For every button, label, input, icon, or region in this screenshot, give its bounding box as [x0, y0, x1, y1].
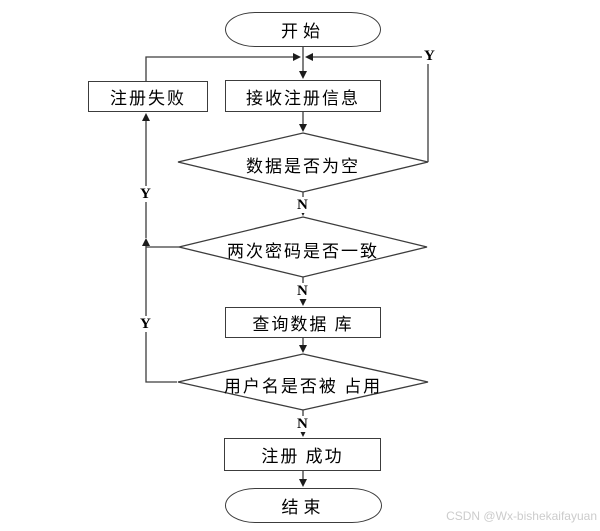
decision-username-taken-shape [177, 353, 429, 411]
edge-username-yes-left-up [145, 246, 177, 383]
arrowhead-into-end [299, 479, 307, 487]
arrowhead-into-receive [299, 71, 307, 79]
arrowhead-left-junction-up [142, 238, 150, 246]
arrowhead-into-query [299, 298, 307, 306]
query-db-label: 查询数据 库 [252, 315, 354, 334]
register-fail-node: 注册失败 [88, 81, 208, 112]
arrowhead-into-fail [142, 113, 150, 121]
decision-passwords-match-label: 两次密码是否一致 [227, 242, 379, 261]
receive-info-node: 接收注册信息 [225, 80, 381, 112]
decision-data-empty-label: 数据是否为空 [246, 157, 360, 176]
decision-username-taken-label: 用户名是否被 占用 [223, 377, 383, 396]
register-success-node: 注册 成功 [224, 438, 381, 471]
arrowhead-merge-from-right [305, 53, 313, 61]
edge-label-username-taken-yes: Y [138, 316, 153, 332]
edge-label-data-empty-yes: Y [422, 48, 437, 64]
end-node: 结束 [225, 488, 382, 523]
arrowhead-merge-from-left [293, 53, 301, 61]
arrowhead-into-username [299, 345, 307, 353]
start-node: 开始 [225, 12, 381, 47]
register-fail-label: 注册失败 [110, 89, 186, 108]
edge-fail-top-to-merge [145, 56, 293, 81]
receive-info-label: 接收注册信息 [246, 88, 360, 108]
csdn-watermark: CSDN @Wx-bishekaifayuan [446, 509, 597, 523]
register-success-label: 注册 成功 [261, 447, 344, 466]
edge-label-data-empty-no: N [295, 197, 310, 213]
edge-label-passwords-match-yes: Y [138, 186, 153, 202]
end-label: 结束 [281, 498, 326, 517]
decision-data-empty-shape [177, 132, 429, 193]
edge-label-username-taken-no: N [295, 416, 310, 432]
query-db-node: 查询数据 库 [225, 307, 381, 338]
arrowhead-into-dataempty [299, 124, 307, 132]
start-label: 开始 [281, 22, 325, 41]
decision-passwords-match-shape [178, 216, 428, 278]
edge-label-passwords-match-no: N [295, 283, 310, 299]
